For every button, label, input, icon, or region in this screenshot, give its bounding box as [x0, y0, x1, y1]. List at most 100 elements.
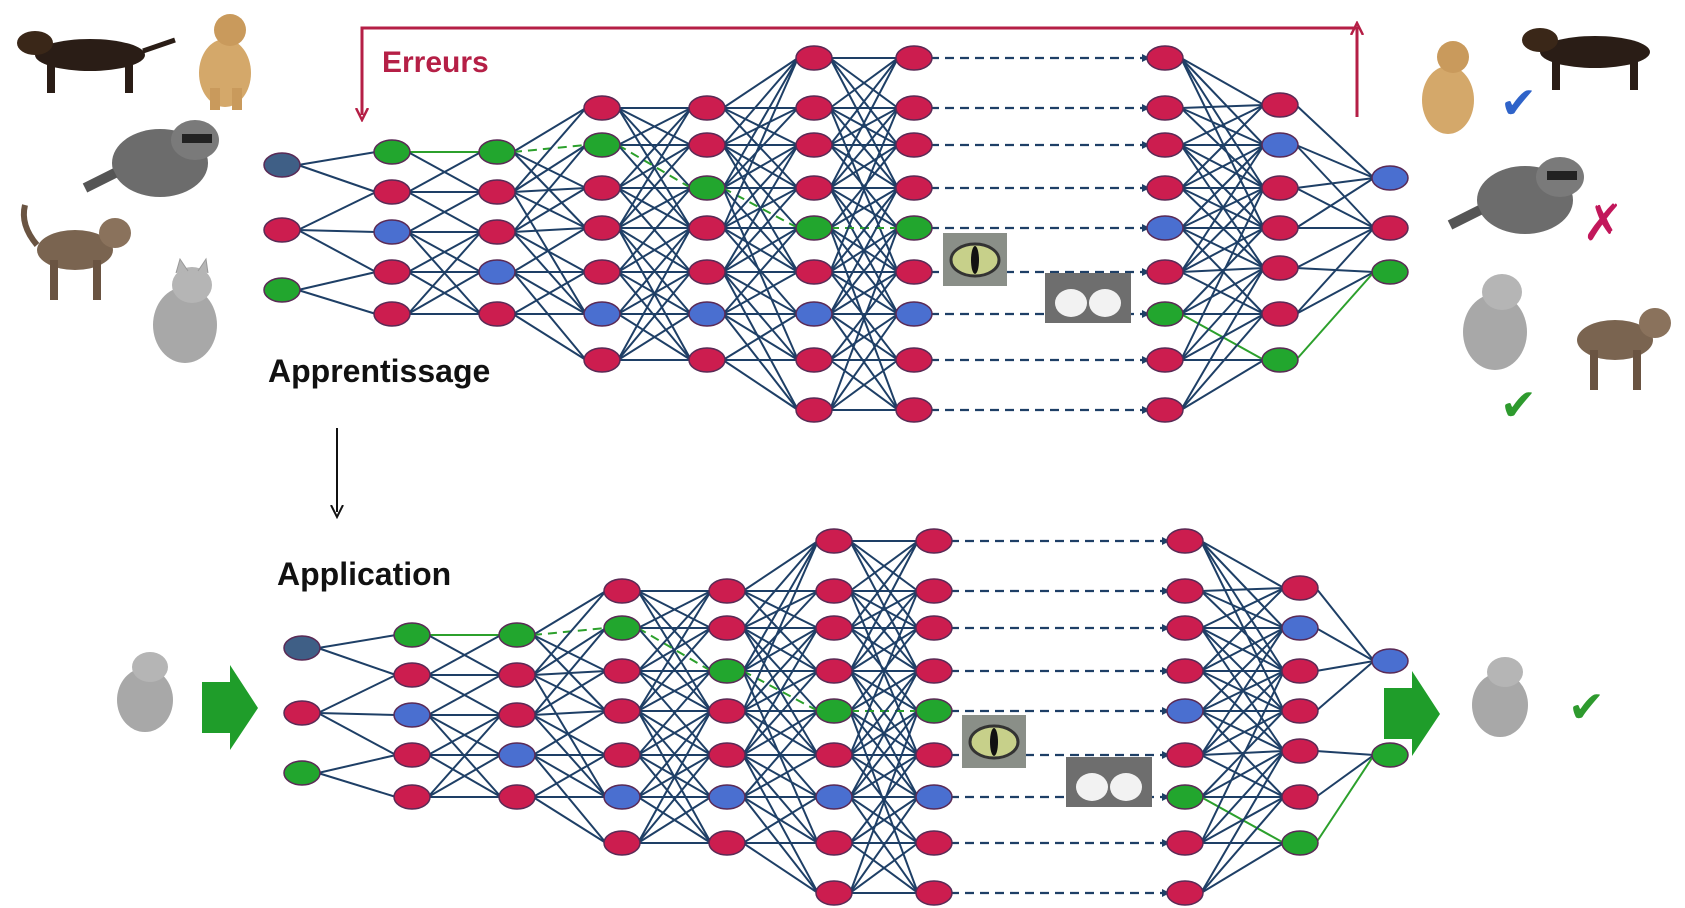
neuron-node — [583, 215, 621, 241]
connection-edge — [1200, 627, 1285, 752]
connection-edge — [1180, 107, 1265, 189]
connection-edge — [1200, 540, 1285, 589]
connection-edge — [1315, 754, 1375, 844]
neuron-node — [583, 347, 621, 373]
neuron-node — [373, 139, 411, 165]
connection-edge — [1180, 57, 1265, 229]
connection-edge — [1315, 587, 1375, 662]
connection-edge — [829, 107, 899, 146]
neuron-node — [1281, 615, 1319, 641]
connection-edge — [1200, 587, 1285, 592]
neuron-node — [1281, 698, 1319, 724]
connection-edge — [1200, 627, 1285, 712]
connection-edge — [1180, 267, 1265, 411]
connection-edge — [849, 842, 919, 894]
connection-edge — [617, 313, 692, 361]
connection-edge — [1295, 271, 1375, 315]
labrador-icon — [199, 14, 251, 110]
connection-edge — [1295, 227, 1375, 315]
connection-edge — [512, 144, 587, 193]
connection-edge — [512, 187, 587, 233]
connection-edge — [617, 187, 692, 273]
neuron-node — [1371, 165, 1409, 191]
connection-edge — [1315, 750, 1375, 756]
neuron-node — [1261, 92, 1299, 118]
connection-edge — [617, 107, 692, 189]
cat-eye-feature-icon — [962, 715, 1026, 768]
neuron-node — [1146, 397, 1184, 423]
connection-edge — [849, 590, 919, 672]
neuron-node — [815, 830, 853, 856]
connection-edge — [297, 271, 377, 291]
connection-edge — [849, 590, 919, 629]
neuron-node — [895, 301, 933, 327]
connection-edge — [722, 57, 799, 146]
edge-group — [297, 54, 1375, 414]
neuron-node — [688, 259, 726, 285]
connection-edge — [1180, 227, 1265, 315]
neuron-node — [795, 95, 833, 121]
connection-edge — [829, 271, 899, 315]
neuron-node — [915, 698, 953, 724]
connection-edge — [427, 674, 502, 716]
cat-paws-feature-icon — [1045, 273, 1131, 323]
connection-edge — [512, 313, 587, 361]
neuron-node — [498, 784, 536, 810]
connection-edge — [1200, 710, 1285, 798]
neuron-node — [815, 615, 853, 641]
connection-edge — [722, 144, 799, 189]
neuron-node — [1261, 215, 1299, 241]
training-label: Apprentissage — [268, 353, 490, 389]
connection-edge — [722, 107, 799, 146]
connection-edge — [317, 674, 397, 714]
connection-edge — [1200, 540, 1285, 672]
connection-edge — [742, 754, 819, 844]
connection-edge — [1295, 144, 1375, 179]
check-icon: ✔ — [1500, 380, 1537, 431]
neuron-node — [603, 615, 641, 641]
connection-edge — [742, 796, 819, 894]
neuron-node — [915, 578, 953, 604]
connection-edge — [297, 229, 377, 233]
connection-edge — [1295, 187, 1375, 229]
neuron-node — [1146, 175, 1184, 201]
neuron-node — [688, 347, 726, 373]
connection-edge — [1180, 187, 1265, 273]
neuron-node — [915, 658, 953, 684]
connection-edge — [1200, 796, 1285, 894]
connection-edge — [1200, 627, 1285, 672]
connection-edge — [617, 107, 692, 146]
connection-edge — [849, 796, 919, 894]
connection-edge — [1200, 710, 1285, 756]
connection-edge — [617, 187, 692, 229]
neuron-node — [1146, 132, 1184, 158]
neuron-node — [478, 139, 516, 165]
neuron-node — [373, 219, 411, 245]
connection-edge — [1180, 267, 1265, 361]
neuron-node — [1281, 784, 1319, 810]
neuron-node — [393, 784, 431, 810]
connection-edge — [742, 540, 819, 592]
connection-edge — [1180, 313, 1265, 411]
connection-edge — [407, 191, 482, 233]
neuron-node — [815, 742, 853, 768]
connection-edge — [722, 313, 799, 411]
neuron-node — [283, 760, 321, 786]
output-arrow-icon — [1384, 671, 1440, 756]
neuron-node — [1281, 575, 1319, 601]
training-network — [263, 45, 1409, 423]
connection-edge — [532, 796, 607, 844]
neuron-node — [1261, 132, 1299, 158]
neuron-node — [708, 698, 746, 724]
connection-edge — [1200, 590, 1285, 672]
connection-edge — [512, 271, 587, 361]
connection-edge — [742, 754, 819, 798]
connection-edge — [849, 754, 919, 844]
connection-edge — [722, 57, 799, 229]
neuron-node — [795, 45, 833, 71]
dachshund-icon — [17, 31, 176, 93]
neuron-node — [1146, 347, 1184, 373]
neuron-node — [688, 95, 726, 121]
connection-edge — [1200, 750, 1285, 798]
connection-edge — [849, 540, 919, 592]
